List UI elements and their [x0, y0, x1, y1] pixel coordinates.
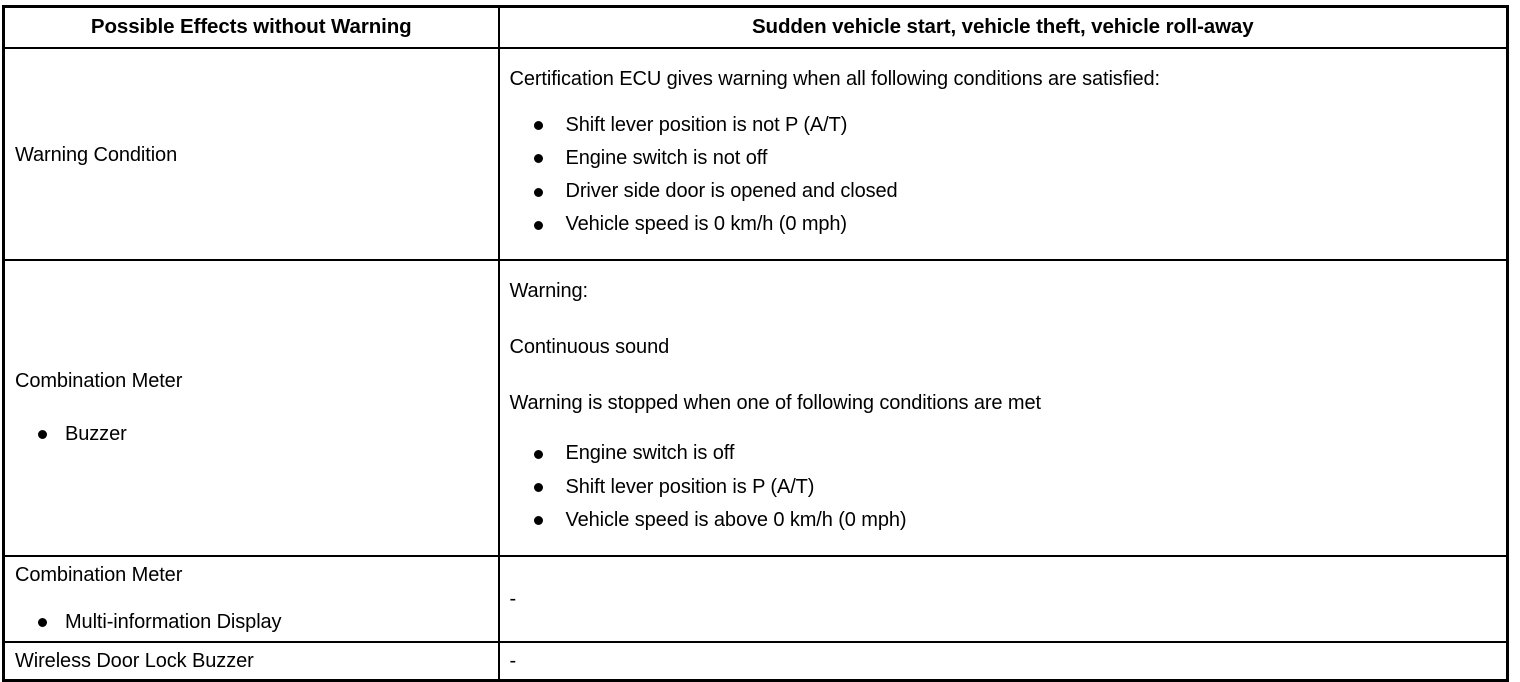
list-item: Vehicle speed is above 0 km/h (0 mph): [510, 504, 1501, 537]
list-item-label: Buzzer: [65, 423, 127, 446]
spacer: [510, 415, 1501, 437]
combination-meter-buzzer-bullet-list: Buzzer: [15, 421, 492, 447]
spacer: [510, 267, 1501, 279]
bullet-dot-icon: [38, 617, 47, 627]
list-item: Engine switch is not off: [510, 142, 1501, 175]
list-item: Shift lever position is P (A/T): [510, 471, 1501, 504]
bullet-dot-icon: [533, 187, 543, 197]
buzzer-stop-bullet-list: Engine switch is off Shift lever positio…: [510, 437, 1501, 537]
bullet-dot-icon: [533, 516, 543, 526]
row-label-wireless-door-lock-buzzer: Wireless Door Lock Buzzer: [15, 650, 254, 673]
table-row: Combination Meter Buzzer Warning: Contin…: [2, 259, 1509, 557]
warning-condition-bullet-list: Shift lever position is not P (A/T) Engi…: [510, 109, 1501, 242]
spacer: [510, 55, 1501, 67]
cell-combination-meter-display-value: -: [497, 554, 1509, 643]
spacer: [15, 587, 492, 609]
list-item-label: Engine switch is not off: [565, 146, 768, 169]
multi-information-display-bullet-list: Multi-information Display: [15, 609, 492, 635]
list-item-label: Vehicle speed is above 0 km/h (0 mph): [565, 508, 907, 531]
table-body: Warning Condition Certification ECU give…: [2, 46, 1509, 682]
buzzer-warning-heading: Warning:: [509, 280, 589, 303]
warning-effects-table: Possible Effects without Warning Sudden …: [2, 5, 1509, 682]
cell-combination-meter-buzzer-label: Combination Meter Buzzer: [2, 259, 500, 557]
bullet-dot-icon: [533, 483, 543, 493]
bullet-dot-icon: [533, 154, 543, 164]
row-label-warning-condition: Warning Condition: [15, 143, 178, 166]
cell-warning-condition-label: Warning Condition: [2, 46, 500, 262]
spacer: [510, 359, 1501, 391]
column-header-possible-effects: Possible Effects without Warning: [2, 5, 500, 49]
list-item: Buzzer: [15, 421, 492, 447]
spacer: [510, 91, 1501, 109]
list-item-label: Multi-information Display: [65, 610, 282, 633]
bullet-dot-icon: [38, 430, 47, 440]
cell-warning-condition-detail: Certification ECU gives warning when all…: [497, 46, 1509, 262]
row-label-combination-meter: Combination Meter: [15, 370, 183, 393]
list-item-label: Engine switch is off: [565, 442, 735, 465]
table-row: Warning Condition Certification ECU give…: [2, 46, 1509, 262]
list-item: Shift lever position is not P (A/T): [510, 109, 1501, 142]
bullet-dot-icon: [533, 220, 543, 230]
cell-wireless-door-lock-buzzer-label: Wireless Door Lock Buzzer: [2, 640, 500, 682]
list-item-label: Vehicle speed is 0 km/h (0 mph): [565, 213, 848, 236]
spacer: [510, 303, 1501, 335]
table-header-row: Possible Effects without Warning Sudden …: [2, 5, 1509, 49]
list-item: Multi-information Display: [15, 609, 492, 635]
table-header: Possible Effects without Warning Sudden …: [2, 5, 1509, 49]
column-header-sudden-vehicle-start: Sudden vehicle start, vehicle theft, veh…: [497, 5, 1509, 49]
row-label-combination-meter: Combination Meter: [15, 563, 183, 586]
spacer: [510, 241, 1501, 253]
cell-combination-meter-display-label: Combination Meter Multi-information Disp…: [2, 554, 500, 643]
list-item: Engine switch is off: [510, 437, 1501, 470]
document-page: Possible Effects without Warning Sudden …: [2, 5, 1509, 682]
spacer: [510, 537, 1501, 549]
buzzer-stop-intro: Warning is stopped when one of following…: [509, 392, 1042, 415]
list-item-label: Shift lever position is P (A/T): [565, 475, 815, 498]
warning-condition-intro: Certification ECU gives warning when all…: [509, 67, 1161, 90]
empty-value-dash: -: [509, 587, 517, 610]
empty-value-dash: -: [509, 649, 517, 672]
list-item-label: Shift lever position is not P (A/T): [565, 113, 848, 136]
buzzer-sound-type: Continuous sound: [509, 336, 670, 359]
list-item: Driver side door is opened and closed: [510, 175, 1501, 208]
bullet-dot-icon: [533, 121, 543, 131]
table-row: Wireless Door Lock Buzzer -: [2, 640, 1509, 682]
list-item: Vehicle speed is 0 km/h (0 mph): [510, 208, 1501, 241]
list-item-label: Driver side door is opened and closed: [565, 179, 898, 202]
table-row: Combination Meter Multi-information Disp…: [2, 554, 1509, 643]
spacer: [15, 393, 492, 421]
cell-wireless-door-lock-buzzer-value: -: [497, 640, 1509, 682]
bullet-dot-icon: [533, 449, 543, 459]
cell-combination-meter-buzzer-detail: Warning: Continuous sound Warning is sto…: [497, 259, 1509, 557]
